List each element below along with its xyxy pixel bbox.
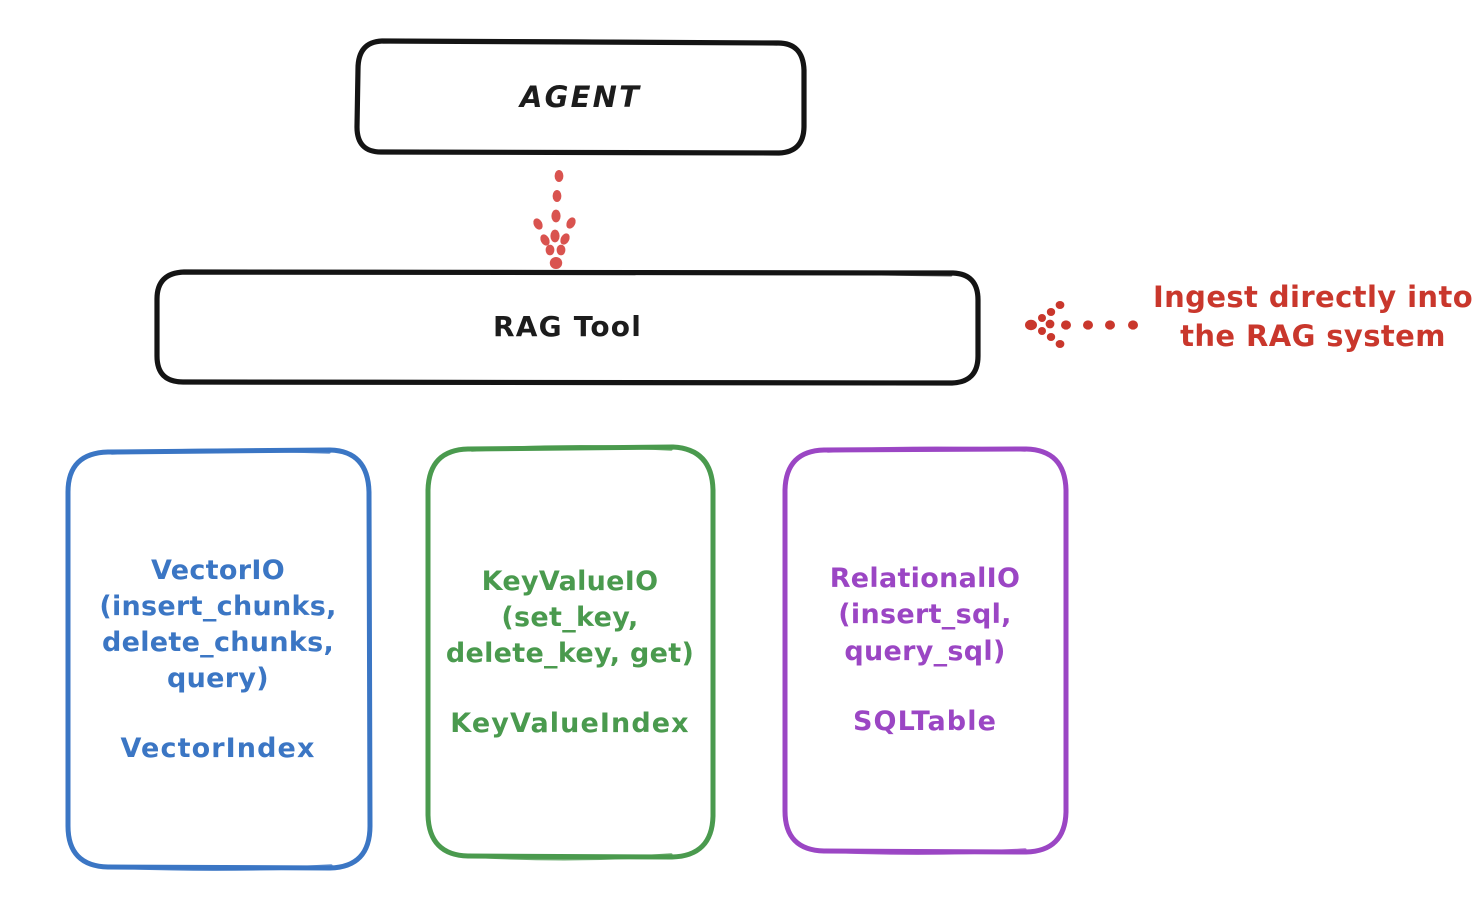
- node-rag-tool[interactable]: RAG Tool: [155, 270, 980, 385]
- annotation-ingest-note: Ingest directly into the RAG system: [1152, 280, 1474, 354]
- node-relational-io-label-group: RelationalIO (insert_sql, query_sql) SQL…: [830, 525, 1021, 776]
- node-key-value-io-label: KeyValueIO (set_key, delete_key, get): [445, 565, 695, 669]
- node-key-value-io[interactable]: KeyValueIO (set_key, delete_key, get) Ke…: [426, 448, 714, 858]
- node-agent[interactable]: AGENT: [356, 40, 805, 155]
- node-vector-io[interactable]: VectorIO (insert_chunks, delete_chunks, …: [66, 450, 370, 870]
- node-vector-io-label: VectorIO (insert_chunks, delete_chunks, …: [99, 554, 337, 695]
- node-vector-io-label-group: VectorIO (insert_chunks, delete_chunks, …: [99, 516, 336, 803]
- ingest-connector-arrow: [1025, 301, 1138, 348]
- node-relational-io[interactable]: RelationalIO (insert_sql, query_sql) SQL…: [783, 448, 1067, 853]
- node-relational-io-sublabel: SQLTable: [853, 705, 997, 737]
- node-vector-io-sublabel: VectorIndex: [120, 733, 316, 765]
- node-agent-label: AGENT: [519, 79, 642, 114]
- node-rag-tool-label: RAG Tool: [492, 310, 642, 344]
- agent-to-rag-tool-arrow: [533, 170, 576, 269]
- node-relational-io-label: RelationalIO (insert_sql, query_sql): [829, 563, 1021, 667]
- node-key-value-io-sublabel: KeyValueIndex: [450, 708, 690, 740]
- node-key-value-io-label-group: KeyValueIO (set_key, delete_key, get) Ke…: [446, 527, 694, 778]
